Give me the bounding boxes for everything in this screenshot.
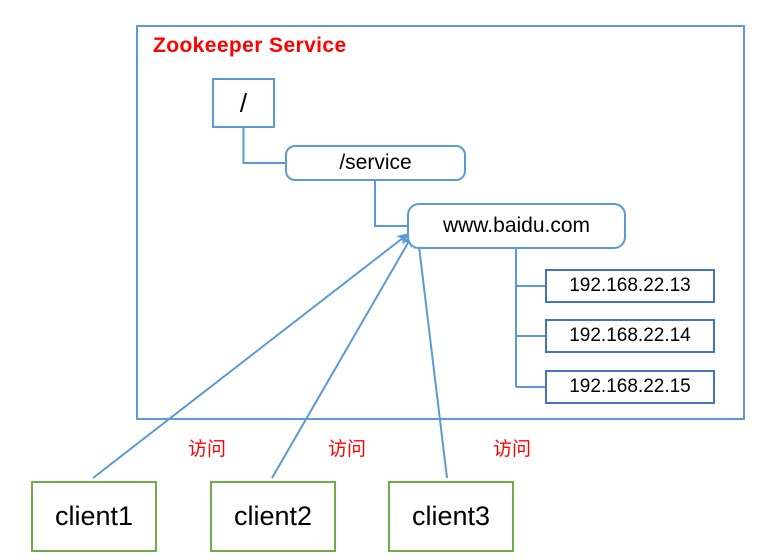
znode-root[interactable]: / — [212, 78, 275, 128]
znode-ip-1[interactable]: 192.168.22.13 — [545, 269, 715, 303]
client-node-2[interactable]: client2 — [210, 481, 336, 552]
znode-ip-3[interactable]: 192.168.22.15 — [545, 370, 715, 404]
client-node-3[interactable]: client3 — [388, 481, 514, 552]
access-label-client2: 访问 — [328, 438, 367, 460]
znode-service[interactable]: /service — [285, 145, 466, 181]
access-label-client1: 访问 — [188, 438, 227, 460]
znode-domain[interactable]: www.baidu.com — [407, 203, 626, 249]
zookeeper-service-frame — [136, 25, 745, 420]
access-label-client3: 访问 — [493, 438, 532, 460]
client-node-1[interactable]: client1 — [31, 481, 157, 552]
znode-ip-2[interactable]: 192.168.22.14 — [545, 319, 715, 353]
zookeeper-service-title: Zookeeper Service — [153, 34, 347, 57]
